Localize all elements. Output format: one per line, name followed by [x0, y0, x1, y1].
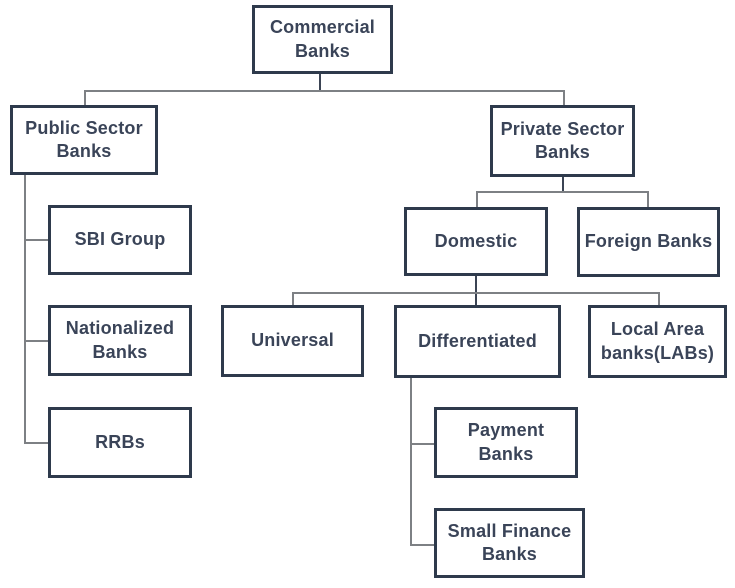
- node-local-area-banks: Local Area banks(LABs): [588, 305, 727, 378]
- node-rrbs: RRBs: [48, 407, 192, 478]
- connector-drop-labs: [658, 292, 660, 305]
- node-differentiated: Differentiated: [394, 305, 561, 378]
- node-private-sector-banks: Private Sector Banks: [490, 105, 635, 177]
- connector-public-spine: [24, 175, 26, 444]
- node-public-sector-banks: Public Sector Banks: [10, 105, 158, 175]
- node-nationalized-banks: Nationalized Banks: [48, 305, 192, 376]
- node-foreign-banks: Foreign Banks: [577, 207, 720, 277]
- connector-drop-public: [84, 90, 86, 105]
- node-small-finance-banks: Small Finance Banks: [434, 508, 585, 578]
- connector-drop-universal: [292, 292, 294, 305]
- node-payment-banks: Payment Banks: [434, 407, 578, 478]
- connector-stub-nationalized: [24, 340, 48, 342]
- connector-stub-rrbs: [24, 442, 48, 444]
- connector-drop-private: [563, 90, 565, 105]
- connector-drop-domestic: [476, 191, 478, 207]
- connector-stub-payment: [410, 443, 434, 445]
- node-universal: Universal: [221, 305, 364, 377]
- connector-stub-smallfinance: [410, 544, 434, 546]
- connector-stub-sbi: [24, 239, 48, 241]
- node-domestic: Domestic: [404, 207, 548, 276]
- connector-level2-horizontal: [476, 191, 649, 193]
- connector-level3-horizontal: [292, 292, 660, 294]
- node-commercial-banks: Commercial Banks: [252, 5, 393, 74]
- connector-private-bottom-stub: [562, 177, 564, 193]
- connector-commercial-bottom-stub: [319, 74, 321, 92]
- connector-drop-foreign: [647, 191, 649, 207]
- connector-differentiated-spine: [410, 378, 412, 546]
- connector-domestic-bottom-stub: [475, 276, 477, 305]
- node-sbi-group: SBI Group: [48, 205, 192, 275]
- connector-level1-horizontal: [84, 90, 565, 92]
